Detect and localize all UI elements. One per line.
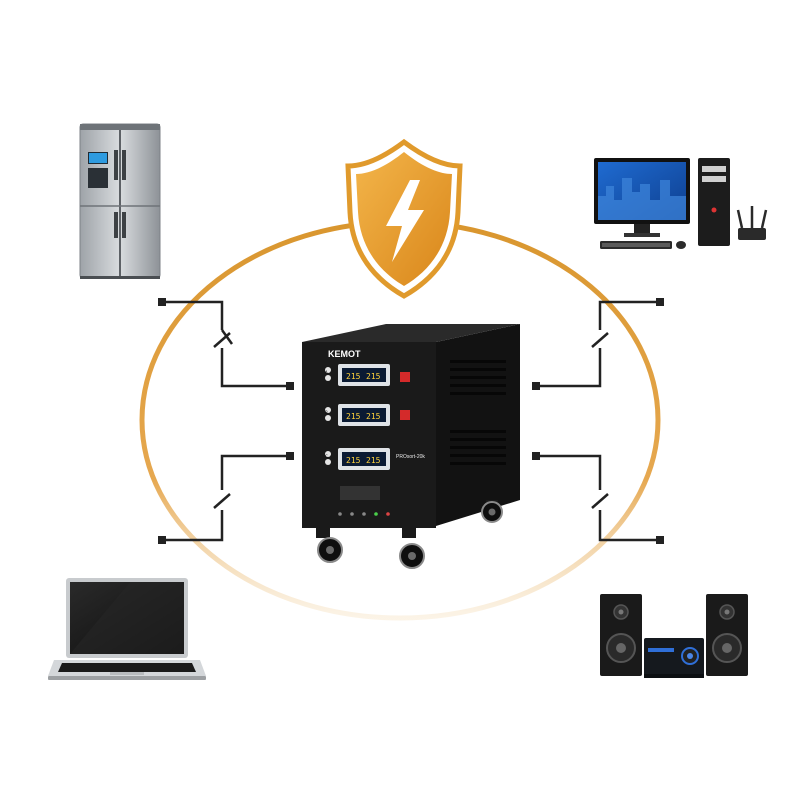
phase-letter-a: A: [325, 370, 328, 375]
model-label: PROsort-20k: [396, 454, 425, 460]
wiring: [162, 300, 660, 542]
desktop-computer-image: [594, 158, 768, 249]
phase-letter-b: B: [325, 410, 328, 415]
lcd-panel-c: [338, 448, 390, 470]
lcd-a-input: 215: [346, 372, 361, 381]
wire-terminals: [158, 298, 664, 544]
laptop-image: [48, 578, 206, 680]
lightning-shield-icon: [345, 138, 463, 299]
lcd-panel-a: [338, 364, 390, 386]
lcd-panel-b: [338, 404, 390, 426]
lcd-c-input: 215: [346, 456, 361, 465]
lcd-a-output: 215: [366, 372, 381, 381]
refrigerator-image: [79, 123, 161, 279]
lcd-b-input: 215: [346, 412, 361, 421]
lcd-c-output: 215: [366, 456, 381, 465]
audio-system-image: [600, 594, 748, 678]
brand-logo: KEMOT: [328, 349, 361, 359]
voltage-stabilizer-image: [302, 324, 520, 569]
lcd-b-output: 215: [366, 412, 381, 421]
power-switch-a: [400, 372, 410, 382]
power-switch-b: [400, 410, 410, 420]
phase-letter-c: C: [325, 454, 328, 459]
